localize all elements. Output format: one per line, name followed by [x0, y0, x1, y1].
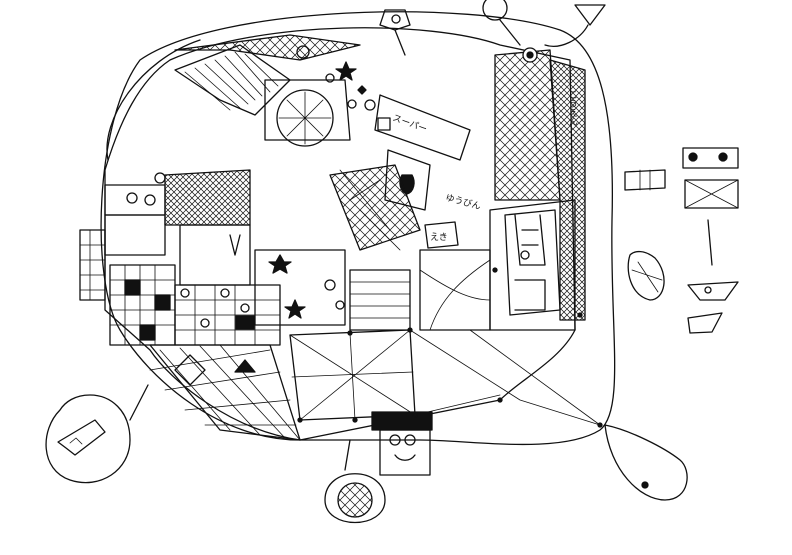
staircase [349, 269, 411, 331]
map-text-2: ゆうびん [444, 192, 482, 212]
star-icons [296, 45, 391, 131]
lattice-area [149, 344, 301, 441]
left-grid [79, 172, 176, 346]
top-pin [379, 9, 411, 56]
face-box [371, 411, 433, 476]
fan-area [174, 34, 361, 116]
symbol-grid [174, 249, 346, 346]
top-right-pins [482, 0, 606, 47]
bottom-left-bubble [45, 384, 149, 484]
sun-circle [264, 79, 351, 147]
bottom-right-bubble [604, 424, 688, 501]
map-text-3: えき [430, 232, 448, 243]
map-text-4: こうえん [567, 90, 578, 126]
stripe-block [164, 169, 251, 286]
inner-region [104, 27, 576, 441]
map-text-1: スーパー [391, 112, 429, 135]
hatched-tower [494, 47, 586, 321]
junction-dots [297, 267, 603, 428]
network-lines [289, 164, 601, 426]
side-icons [624, 147, 739, 334]
outer-boundary [100, 11, 616, 446]
bottom-grid-pin [324, 439, 386, 523]
